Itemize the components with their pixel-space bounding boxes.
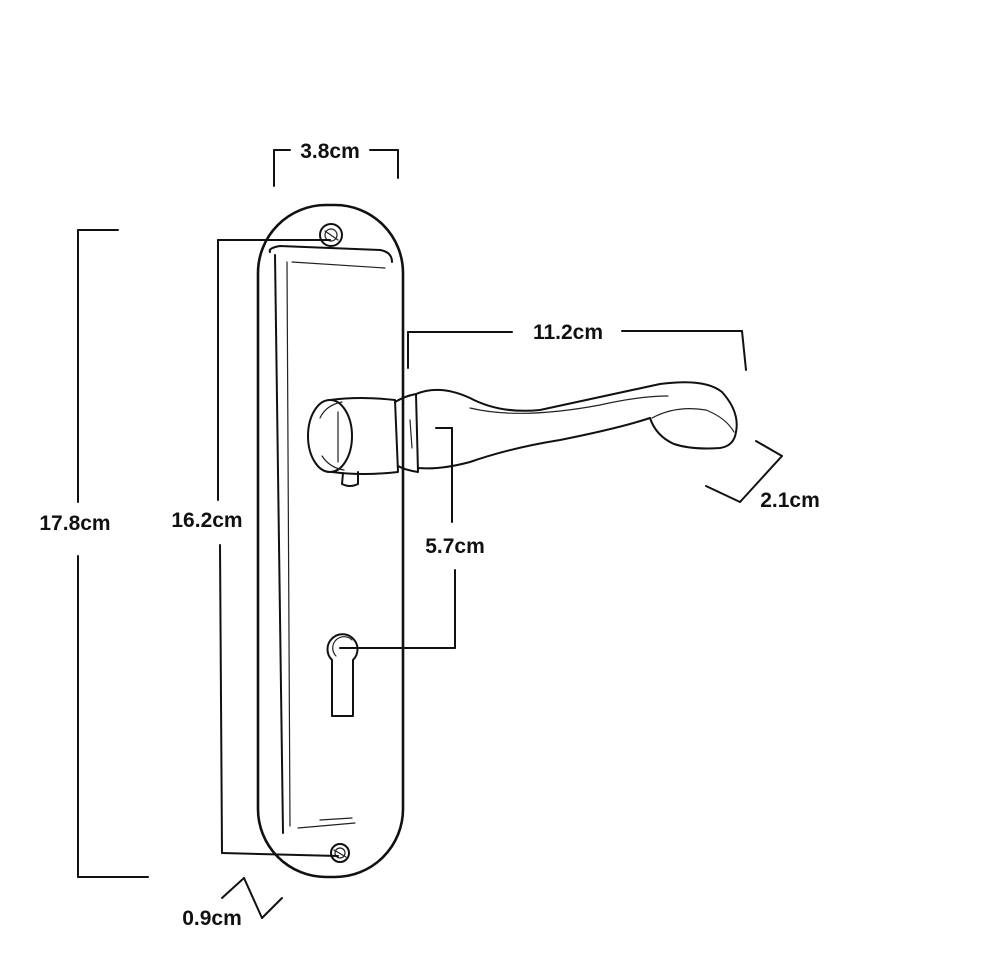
keyhole <box>326 633 359 717</box>
label-lever-length: 11.2cm <box>533 321 603 344</box>
label-plate-thickness: 0.9cm <box>182 907 242 930</box>
lever-handle <box>307 381 738 487</box>
backplate-outline <box>256 203 405 879</box>
top-screw-head <box>319 223 343 247</box>
lever-arm-outline <box>415 381 738 470</box>
dimension-plate-height: 17.8cm <box>39 229 149 878</box>
label-plate-width: 3.8cm <box>300 140 360 163</box>
dimension-plate-thickness: 0.9cm <box>182 877 283 930</box>
label-plate-height: 17.8cm <box>39 512 110 535</box>
label-screw-spacing: 16.2cm <box>171 509 242 532</box>
backplate <box>256 203 405 879</box>
bottom-screw <box>330 843 350 863</box>
backplate-inner-left-edge <box>274 254 284 834</box>
backplate-top-bevel <box>268 245 393 263</box>
handle-rose <box>307 399 353 473</box>
backplate-bottom-scratch <box>319 817 353 821</box>
dimension-centre-distance: 5.7cm <box>339 427 485 649</box>
keyhole-outline <box>326 633 359 717</box>
handle-collar <box>329 397 399 475</box>
backplate-inner-bottom-line <box>297 822 356 829</box>
dimension-plate-width: 3.8cm <box>273 140 399 187</box>
top-screw-slot <box>324 230 339 241</box>
lever-tip-curl <box>651 408 735 433</box>
dimension-lever-length: 11.2cm <box>407 321 747 371</box>
backplate-inner-top-line <box>291 261 386 269</box>
grub-screw <box>341 471 359 487</box>
label-lever-width: 2.1cm <box>760 489 820 512</box>
handle-neck <box>394 393 419 473</box>
dimension-screw-spacing: 16.2cm <box>171 239 339 857</box>
dimension-lever-width: 2.1cm <box>705 440 820 512</box>
top-screw <box>319 223 343 247</box>
label-centre-distance: 5.7cm <box>425 535 485 558</box>
bottom-screw-head <box>330 843 350 863</box>
bottom-screw-slot <box>333 849 347 858</box>
backplate-inner-shadow <box>286 261 291 827</box>
